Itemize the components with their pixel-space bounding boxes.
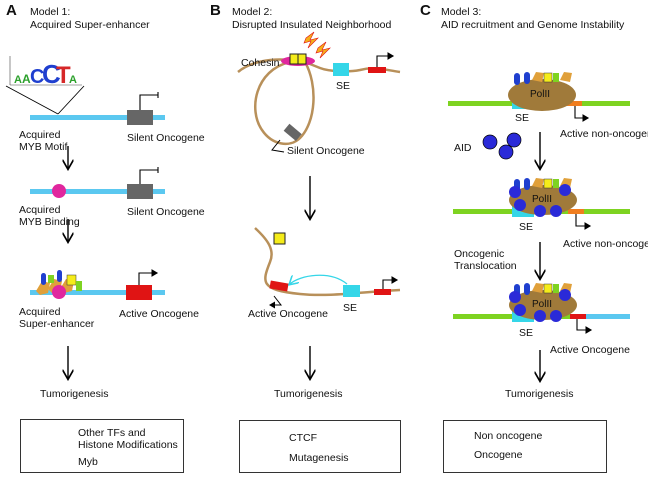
dna-a1: [30, 115, 165, 120]
acquired-myb-motif-label: Acquired MYB Motif: [19, 129, 68, 153]
panel-c-title-2: AID recruitment and Genome Instability: [441, 19, 625, 31]
silent-oncogene-label-1: Silent Oncogene: [127, 132, 205, 144]
legend-myb-label: Myb: [78, 456, 98, 468]
chromatin-loop-b1: [237, 31, 401, 153]
dna-a3: [30, 290, 165, 295]
se-label-b1: SE: [336, 80, 351, 92]
active-non-oncogene-label-1: Active non-oncogene: [560, 128, 648, 140]
polii-label-1: PolII: [530, 89, 551, 100]
legend-b: [239, 420, 401, 473]
aid-dot: [498, 144, 514, 160]
panel-a-title-1: Model 1:: [30, 6, 71, 18]
polii-label-2: PolII: [532, 194, 553, 205]
svg-text:A: A: [14, 74, 22, 86]
silent-oncogene-gene-2: [127, 184, 153, 199]
c-step-1: [448, 72, 630, 122]
panel-b-title-1: Model 2:: [232, 6, 273, 18]
panel-a-title-2: Acquired Super-enhancer: [30, 19, 150, 31]
se-label-b2: SE: [343, 302, 358, 314]
panel-c-title-1: Model 3:: [441, 6, 482, 18]
svg-text:T: T: [56, 62, 71, 89]
silent-oncogene-label-2: Silent Oncogene: [127, 206, 205, 218]
active-oncogene-label-c: Active Oncogene: [550, 344, 630, 356]
se-label-c3: SE: [519, 327, 534, 339]
polii-label-3: PolII: [532, 299, 553, 310]
myb-binding-dot: [52, 184, 66, 198]
svg-text:A: A: [69, 74, 77, 86]
dna-a2: [30, 189, 165, 194]
panel-letter-a: A: [6, 2, 17, 19]
panel-letter-b: B: [210, 2, 221, 19]
svg-text:C: C: [42, 59, 61, 89]
panel-b-title-2: Disrupted Insulated Neighborhood: [232, 19, 392, 31]
svg-text:C: C: [30, 66, 44, 88]
chromatin-loop-b2: [254, 227, 401, 309]
c-step-2: [453, 178, 630, 230]
tumorigenesis-label-a: Tumorigenesis: [40, 388, 109, 400]
cohesin-label: Cohesin: [241, 57, 280, 69]
silent-oncogene-label-b: Silent Oncogene: [287, 145, 365, 157]
panel-letter-c: C: [420, 2, 431, 19]
oncogenic-translocation-label: Oncogenic Translocation: [454, 248, 517, 272]
se-label-c1: SE: [515, 112, 530, 124]
active-non-oncogene-label-2: Active non-oncogene: [563, 238, 648, 250]
super-enhancer-cluster-a: [36, 270, 82, 299]
active-oncogene-label-b: Active Oncogene: [248, 308, 328, 320]
legend-tfs-label: Other TFs and Histone Modifications: [78, 427, 178, 451]
aid-dot: [482, 134, 498, 150]
svg-text:A: A: [22, 72, 31, 86]
acquired-super-enhancer-label: Acquired Super-enhancer: [19, 306, 95, 330]
acquired-myb-binding-label: Acquired MYB Binding: [19, 204, 80, 228]
legend-ctcf-label: CTCF: [289, 432, 317, 444]
legend-mutagenesis-label: Mutagenesis: [289, 452, 349, 464]
legend-c: [443, 420, 607, 473]
legend-oncogene-label: Oncogene: [474, 449, 523, 461]
legend-non-oncogene-label: Non oncogene: [474, 430, 543, 442]
c-step-3: [453, 283, 630, 334]
aid-label: AID: [454, 142, 472, 154]
active-oncogene-label-a: Active Oncogene: [119, 308, 199, 320]
tumorigenesis-label-b: Tumorigenesis: [274, 388, 343, 400]
legend-a: [20, 419, 184, 473]
aid-dot: [506, 132, 522, 148]
motif-logo: A A C C T A: [3, 54, 83, 89]
active-oncogene-gene-a: [126, 285, 152, 300]
silent-oncogene-gene-1: [127, 110, 153, 125]
tumorigenesis-label-c: Tumorigenesis: [505, 388, 574, 400]
se-label-c2: SE: [519, 221, 534, 233]
